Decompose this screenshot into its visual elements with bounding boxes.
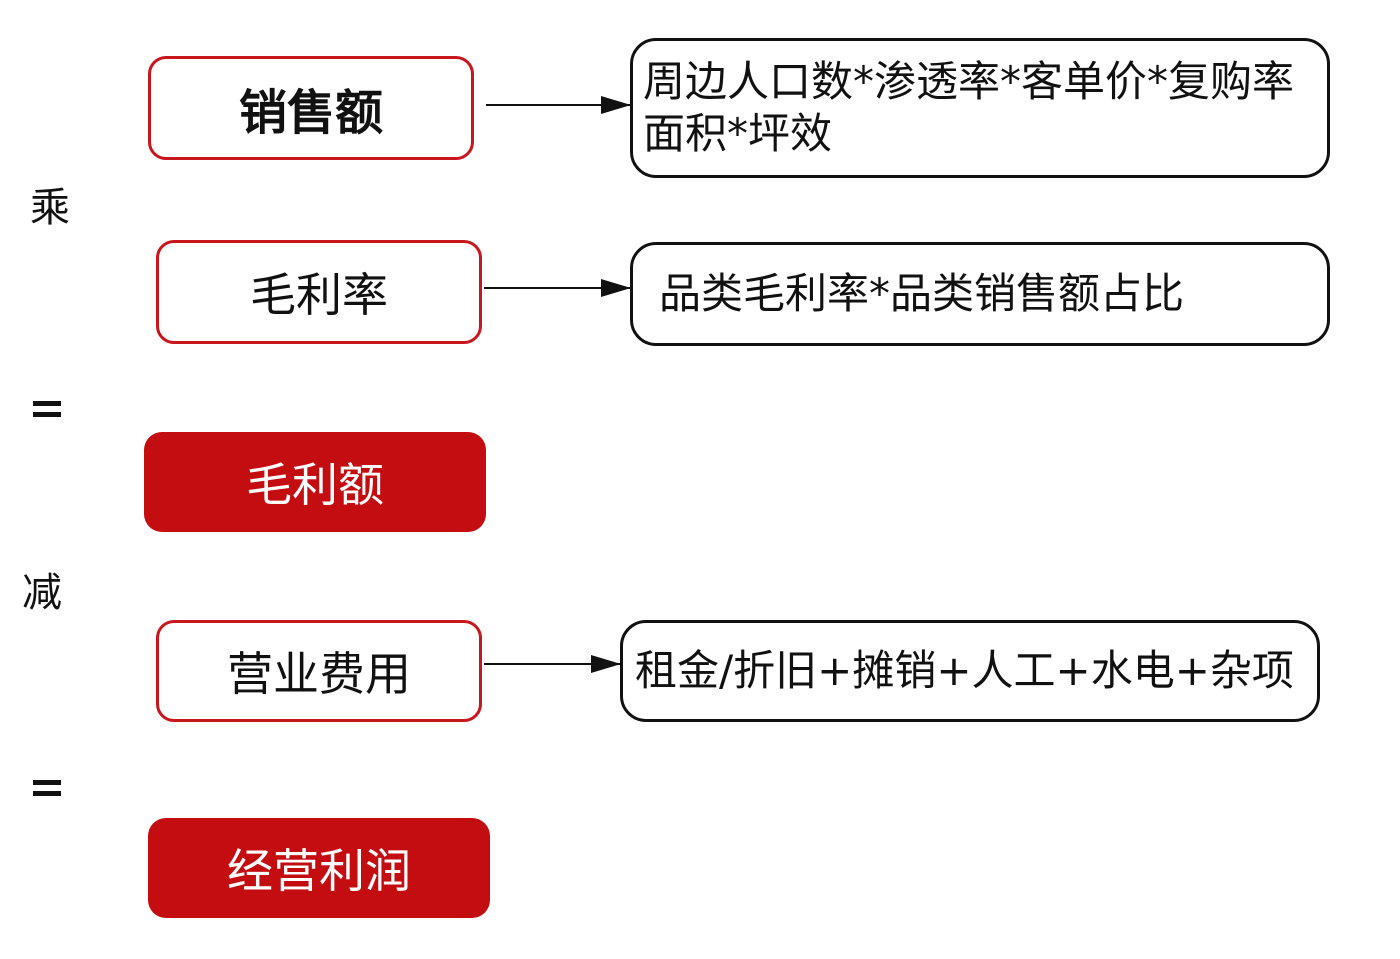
gross-margin-rate-node: 毛利率 <box>156 240 482 344</box>
gross-profit-node: 毛利额 <box>144 432 486 532</box>
equals-operator-1 <box>33 401 61 417</box>
operating-profit-node: 经营利润 <box>148 818 490 918</box>
sales-formula-line-1: 周边人口数*渗透率*客单价*复购率 <box>643 57 1295 106</box>
expenses-formula-box: 租金/折旧+摊销+人工+水电+杂项 <box>620 620 1320 722</box>
gross-margin-formula-text: 品类毛利率*品类销售额占比 <box>659 269 1185 318</box>
sales-node: 销售额 <box>148 56 474 160</box>
gross-profit-node-label: 毛利额 <box>246 458 384 512</box>
sales-node-label: 销售额 <box>238 85 383 141</box>
expenses-formula-text: 租金/折旧+摊销+人工+水电+杂项 <box>635 646 1294 695</box>
gross-margin-formula-box: 品类毛利率*品类销售额占比 <box>630 242 1330 346</box>
minus-operator: 减 <box>22 570 62 616</box>
sales-formula-box: 周边人口数*渗透率*客单价*复购率 面积*坪效 <box>630 38 1330 178</box>
sales-formula-line-2: 面积*坪效 <box>643 109 833 158</box>
operating-expenses-node: 营业费用 <box>156 620 482 722</box>
multiply-operator: 乘 <box>30 185 70 231</box>
operating-profit-node-label: 经营利润 <box>227 844 411 898</box>
equals-operator-2 <box>33 780 61 796</box>
operating-expenses-node-label: 营业费用 <box>227 647 411 701</box>
gross-margin-rate-node-label: 毛利率 <box>250 268 388 322</box>
